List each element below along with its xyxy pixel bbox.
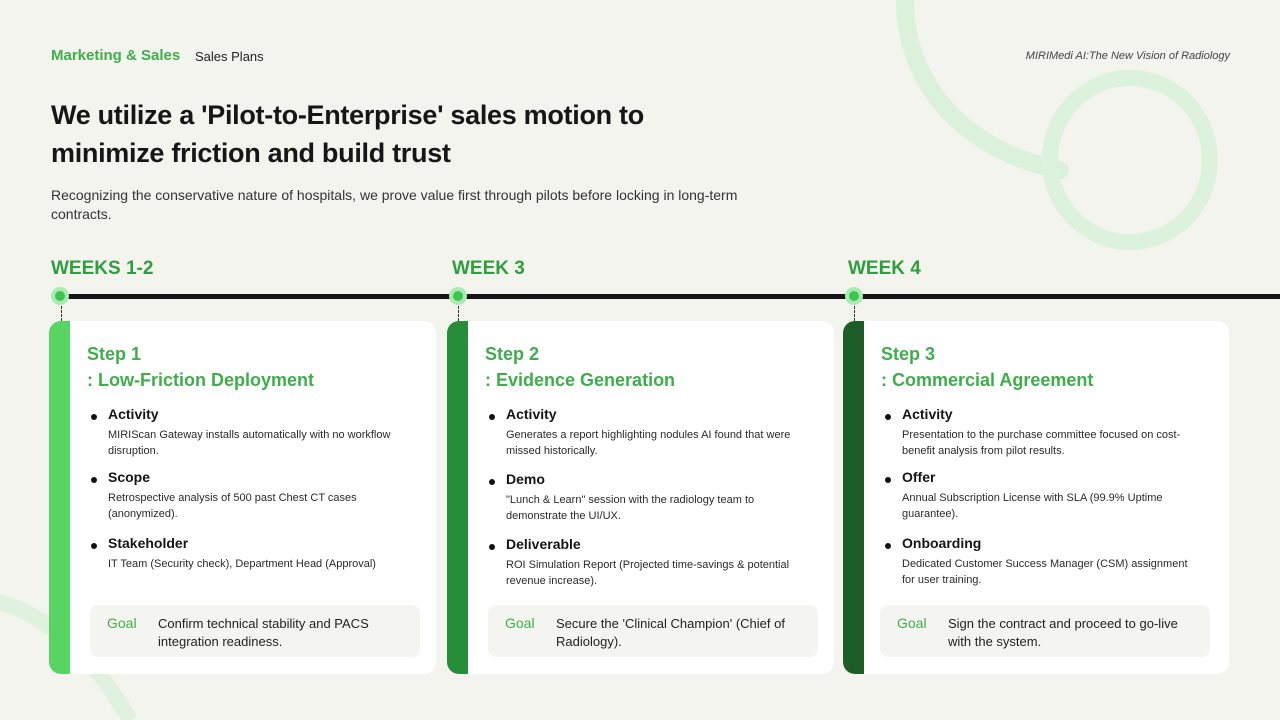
- step-card-accent-bar: [843, 321, 864, 674]
- step-item-description: Retrospective analysis of 500 past Chest…: [108, 492, 357, 520]
- step-item-description: IT Team (Security check), Department Hea…: [108, 558, 376, 570]
- step-item-label: Offer: [902, 469, 936, 485]
- step-item-label: Onboarding: [902, 535, 982, 551]
- goal-text: Secure the 'Clinical Champion' (Chief of…: [556, 616, 785, 649]
- step-item-description: Dedicated Customer Success Manager (CSM)…: [902, 558, 1188, 586]
- step-item-description: MIRIScan Gateway installs automatically …: [108, 429, 391, 457]
- step-title: Step 1 : Low-Friction Deployment: [87, 341, 314, 393]
- step-item-label: Activity: [108, 406, 159, 422]
- timeline-connector-step-1: [61, 306, 62, 321]
- goal-label: Goal: [107, 615, 137, 631]
- goal-label: Goal: [897, 615, 927, 631]
- step-item-description: "Lunch & Learn" session with the radiolo…: [506, 494, 755, 522]
- step-item-description: Presentation to the purchase committee f…: [902, 429, 1181, 457]
- deck-title: MIRIMedi AI:The New Vision of Radiology: [1025, 50, 1230, 62]
- step-item-description: Annual Subscription License with SLA (99…: [902, 492, 1163, 520]
- goal-text: Confirm technical stability and PACS int…: [158, 616, 369, 649]
- step-card-2: Step 2 : Evidence Generation Activity Ge…: [447, 321, 834, 674]
- step-title: Step 3 : Commercial Agreement: [881, 341, 1093, 393]
- step-number: Step 1: [87, 344, 142, 364]
- timeline-line: [58, 294, 1280, 299]
- slide-header: Marketing & Sales Sales Plans MIRIMedi A…: [51, 46, 1230, 66]
- page-title: We utilize a 'Pilot-to-Enterprise' sales…: [51, 100, 644, 168]
- step-name: : Evidence Generation: [485, 370, 676, 390]
- intro-paragraph: Recognizing the conservative nature of h…: [51, 187, 738, 222]
- bullet-icon: [489, 544, 495, 550]
- step-card-accent-bar: [49, 321, 70, 674]
- timeline-dot-step-3: [845, 287, 863, 305]
- timeline-connector-step-3: [854, 306, 855, 321]
- step-card-1: Step 1 : Low-Friction Deployment Activit…: [49, 321, 436, 674]
- timeline-dot-step-1: [51, 287, 69, 305]
- bullet-icon: [91, 414, 97, 420]
- week-label-step-3: WEEK 4: [848, 258, 921, 279]
- step-number: Step 2: [485, 344, 540, 364]
- week-label-step-2: WEEK 3: [452, 258, 525, 279]
- timeline-dot-step-2: [449, 287, 467, 305]
- step-card-accent-bar: [447, 321, 468, 674]
- step-item-label: Demo: [506, 471, 545, 487]
- step-title: Step 2 : Evidence Generation: [485, 341, 675, 393]
- step-item-description: ROI Simulation Report (Projected time-sa…: [506, 559, 790, 587]
- section-tag: Marketing & Sales: [51, 47, 181, 64]
- step-name: : Low-Friction Deployment: [87, 370, 314, 390]
- step-item-label: Stakeholder: [108, 535, 189, 551]
- bullet-icon: [489, 479, 495, 485]
- goal-text: Sign the contract and proceed to go-live…: [948, 616, 1178, 649]
- step-item-description: Generates a report highlighting nodules …: [506, 429, 791, 457]
- step-name: : Commercial Agreement: [881, 370, 1094, 390]
- goal-box: Goal Secure the 'Clinical Champion' (Chi…: [488, 605, 818, 657]
- step-number: Step 3: [881, 344, 936, 364]
- step-item-label: Deliverable: [506, 536, 581, 552]
- step-item-label: Activity: [506, 406, 557, 422]
- bullet-icon: [885, 477, 891, 483]
- bullet-icon: [885, 543, 891, 549]
- bullet-icon: [885, 414, 891, 420]
- goal-label: Goal: [505, 615, 535, 631]
- bullet-icon: [91, 543, 97, 549]
- timeline-connector-step-2: [458, 306, 459, 321]
- step-item-label: Activity: [902, 406, 953, 422]
- bullet-icon: [489, 414, 495, 420]
- step-item-label: Scope: [108, 469, 151, 485]
- week-label-step-1: WEEKS 1-2: [51, 258, 154, 279]
- goal-box: Goal Sign the contract and proceed to go…: [880, 605, 1210, 657]
- step-card-3: Step 3 : Commercial Agreement Activity P…: [843, 321, 1229, 674]
- goal-box: Goal Confirm technical stability and PAC…: [90, 605, 420, 657]
- bullet-icon: [91, 477, 97, 483]
- subsection-tag: Sales Plans: [195, 49, 264, 64]
